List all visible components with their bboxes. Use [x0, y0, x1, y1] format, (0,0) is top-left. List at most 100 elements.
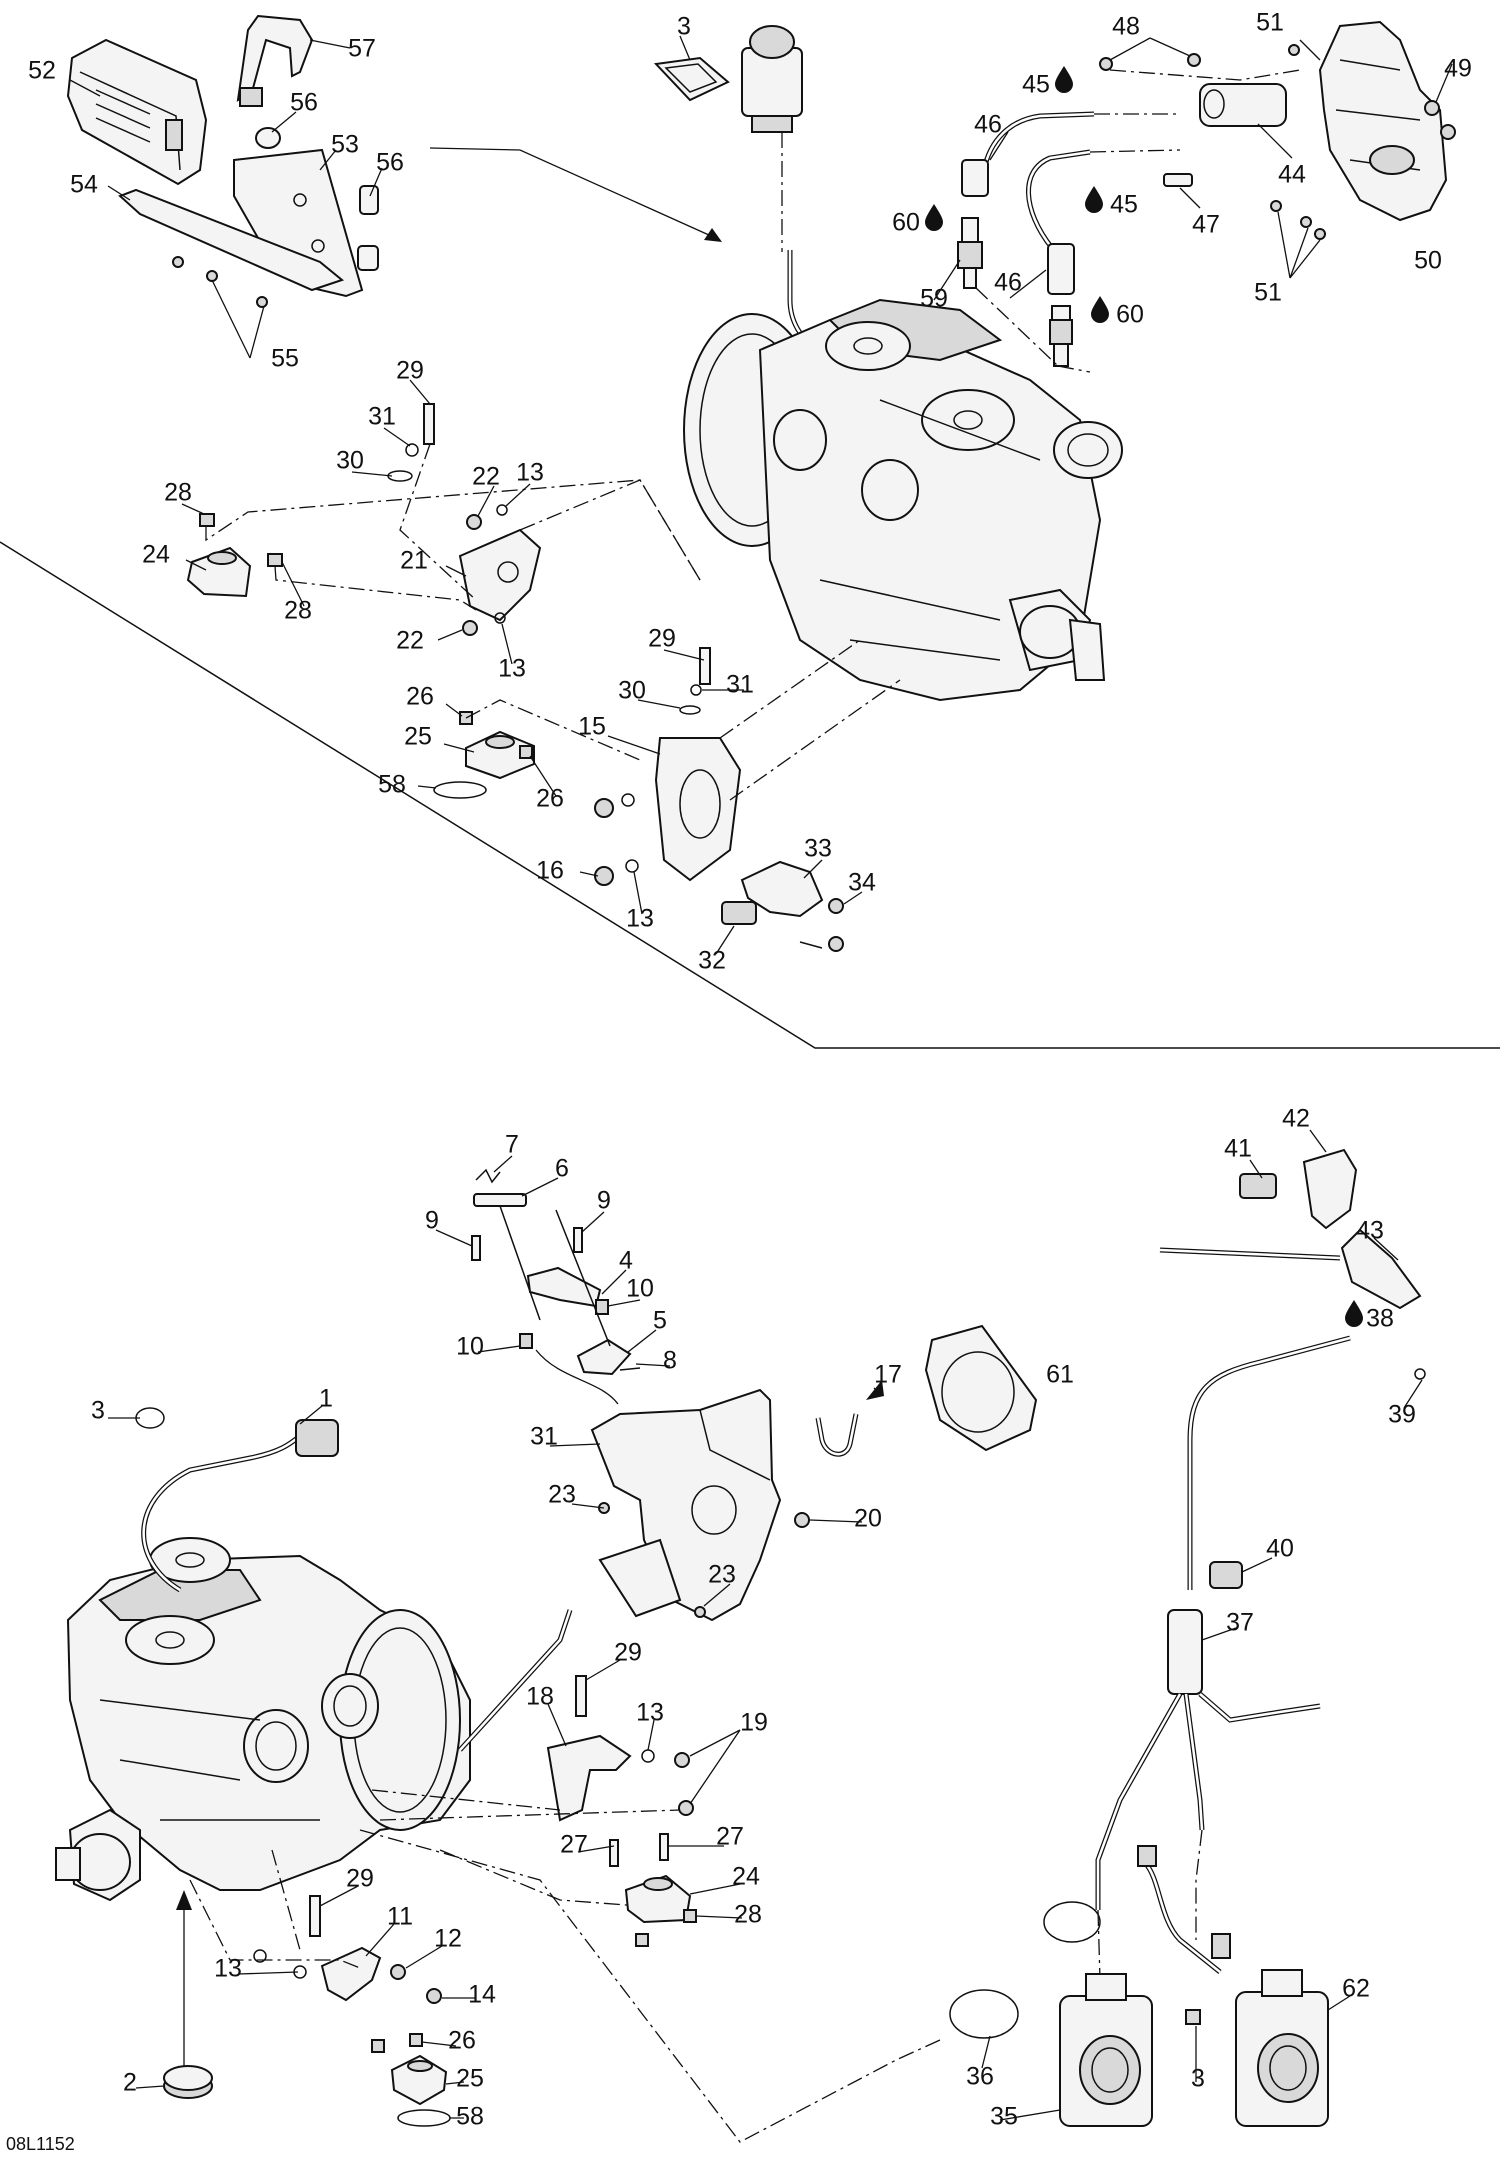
callout-c34: 34	[848, 869, 876, 897]
washer-13f-part	[253, 1949, 267, 1963]
callout-d39: 39	[1388, 1401, 1416, 1429]
callout-d7: 7	[505, 1131, 519, 1159]
callout-c30a: 30	[336, 447, 364, 475]
callout-c28b: 28	[284, 597, 312, 625]
clamp-36a-part	[1043, 1901, 1101, 1943]
screw-51b-part	[1270, 200, 1282, 212]
damper-32-part	[721, 901, 757, 925]
nut-26d-part	[371, 2039, 385, 2053]
bolt-14-part	[426, 1988, 442, 2004]
top-view	[66, 14, 1456, 952]
callout-d36: 36	[966, 2063, 994, 2091]
mount-33-part	[740, 860, 824, 918]
arrow-to-bracket	[535, 1349, 619, 1405]
washer-13b-part	[494, 612, 506, 624]
callout-c16: 16	[536, 857, 564, 885]
nut-26b-part	[519, 745, 533, 759]
bolt-29c-part	[575, 1675, 587, 1717]
callout-d9b: 9	[597, 1187, 611, 1215]
callout-c47: 47	[1192, 211, 1220, 239]
shim-58b-part	[397, 2109, 451, 2127]
bolt-34b-part	[828, 936, 844, 952]
callout-c13a: 13	[516, 459, 544, 487]
callout-c55: 55	[271, 345, 299, 373]
nut-28d-part	[635, 1933, 649, 1947]
callout-c44: 44	[1278, 161, 1306, 189]
plug-cap-2-part	[163, 2065, 213, 2099]
callout-d14: 14	[468, 1981, 496, 2009]
callout-d5: 5	[653, 1307, 667, 1335]
callout-d17: 17	[874, 1361, 902, 1389]
callout-c3a: 3	[677, 13, 691, 41]
oil-drop-icon	[925, 204, 943, 231]
hose-17-part	[815, 1413, 859, 1457]
callout-d31: 31	[530, 1423, 558, 1451]
screw-20-part	[794, 1512, 810, 1528]
clip-56b-part	[359, 185, 379, 215]
bushing-10a-part	[595, 1299, 609, 1315]
callout-c60b: 60	[1116, 301, 1144, 329]
callout-d61: 61	[1046, 1361, 1074, 1389]
nut-49a-part	[1424, 100, 1440, 116]
callout-c32: 32	[698, 947, 726, 975]
clamp-36b-part	[949, 1989, 1019, 2039]
callout-d13b: 13	[214, 1955, 242, 1983]
callout-d1: 1	[319, 1385, 333, 1413]
nut-28b-part	[267, 553, 283, 567]
callout-c51b: 51	[1254, 279, 1282, 307]
callout-d6: 6	[555, 1155, 569, 1183]
callout-d18: 18	[526, 1683, 554, 1711]
bolt-16a-part	[594, 798, 614, 818]
nut-34a-part	[828, 898, 844, 914]
arrow-to-engine	[429, 147, 721, 241]
mount-25b-part	[390, 2054, 448, 2106]
callout-d43: 43	[1356, 1217, 1384, 1245]
callout-c57: 57	[348, 35, 376, 63]
callout-c45a: 45	[1022, 71, 1050, 99]
throttle-body-62-part	[1235, 1969, 1329, 2127]
harness-37-part	[1095, 1609, 1321, 1910]
callout-d28: 28	[734, 1901, 762, 1929]
bracket-57-part	[236, 14, 314, 107]
washer-13c-part	[621, 793, 635, 807]
callout-d41: 41	[1224, 1135, 1252, 1163]
callout-c26b: 26	[536, 785, 564, 813]
screw-51d-part	[1314, 228, 1326, 240]
callout-c30b: 30	[618, 677, 646, 705]
shim-58a-part	[433, 781, 487, 799]
washer-13a-part	[496, 504, 508, 516]
nut-49b-part	[1440, 124, 1456, 140]
callout-c13c: 13	[626, 905, 654, 933]
clamp-40-part	[1209, 1561, 1243, 1589]
screws-55-part	[172, 256, 268, 359]
bracket-15-part	[654, 737, 742, 882]
mounting-plate-53-part	[233, 148, 364, 298]
callout-d10a: 10	[626, 1275, 654, 1303]
bracket-18-part	[546, 1734, 632, 1822]
bolt-48a-part	[1099, 57, 1113, 71]
seal-39-part	[1414, 1368, 1426, 1380]
callout-d2: 2	[123, 2069, 137, 2097]
callout-d20: 20	[854, 1505, 882, 1533]
spring-7-part	[475, 1168, 501, 1184]
callout-c13b: 13	[498, 655, 526, 683]
spark-plug-60-part	[1049, 305, 1073, 367]
bolt-29b-part	[699, 647, 711, 685]
callout-d19: 19	[740, 1709, 768, 1737]
callout-c21: 21	[400, 547, 428, 575]
engine-bottom-view-part	[55, 1537, 471, 1902]
callout-d23a: 23	[548, 1481, 576, 1509]
leader-lines	[69, 35, 1423, 2121]
bracket-4-part	[526, 1266, 602, 1308]
clip-56c-part	[357, 245, 379, 271]
callout-c31a: 31	[368, 403, 396, 431]
bracket-11-part	[320, 1946, 382, 2002]
air-box-61-part	[924, 1324, 1038, 1452]
screw-51a-part	[1288, 44, 1300, 56]
sensor-wire-3c-part	[1143, 1862, 1222, 1974]
callout-c29b: 29	[648, 625, 676, 653]
callout-d26: 26	[448, 2027, 476, 2055]
mount-24b-part	[624, 1874, 692, 1924]
callout-c22b: 22	[396, 627, 424, 655]
callout-d8: 8	[663, 1347, 677, 1375]
